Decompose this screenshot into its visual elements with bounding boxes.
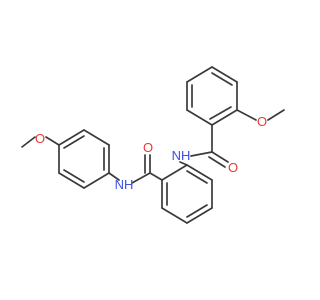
atom-label-layer: O O NH O NH O bbox=[35, 114, 267, 192]
bond bbox=[179, 161, 188, 166]
bond bbox=[21, 136, 36, 148]
bond bbox=[83, 172, 110, 189]
molecule-structure-diagram: O O NH O NH O bbox=[21, 66, 285, 224]
bond bbox=[236, 109, 257, 121]
methoxy-oxygen-left: O bbox=[35, 131, 45, 146]
bond bbox=[161, 164, 188, 181]
bond-double-inner bbox=[186, 170, 208, 184]
bond bbox=[186, 66, 213, 83]
bond bbox=[186, 207, 213, 224]
bond-double-inner bbox=[186, 204, 208, 218]
bond-double-inner bbox=[63, 135, 85, 149]
bond bbox=[186, 109, 213, 126]
bond-double-inner bbox=[209, 106, 232, 120]
bond-double-inner bbox=[211, 72, 233, 86]
bond bbox=[186, 164, 213, 181]
bond bbox=[108, 172, 120, 181]
methoxy-oxygen-top: O bbox=[257, 114, 267, 129]
bond bbox=[211, 151, 229, 163]
bond bbox=[83, 129, 110, 146]
amide-nh-middle: NH bbox=[115, 177, 134, 192]
bond bbox=[45, 136, 60, 146]
amide-oxygen-top: O bbox=[228, 160, 238, 175]
bond bbox=[161, 207, 188, 224]
bond bbox=[58, 172, 85, 189]
amide-oxygen-middle: O bbox=[143, 140, 153, 155]
bond bbox=[58, 129, 85, 146]
bond-double-inner bbox=[63, 169, 85, 183]
bond bbox=[211, 109, 238, 126]
bond bbox=[131, 172, 151, 184]
bond bbox=[267, 109, 285, 121]
bond bbox=[149, 172, 163, 181]
bond bbox=[208, 156, 226, 168]
bond bbox=[211, 66, 238, 83]
bond bbox=[190, 151, 213, 157]
bond-layer bbox=[21, 66, 285, 224]
amide-nh-top: NH bbox=[172, 148, 191, 163]
